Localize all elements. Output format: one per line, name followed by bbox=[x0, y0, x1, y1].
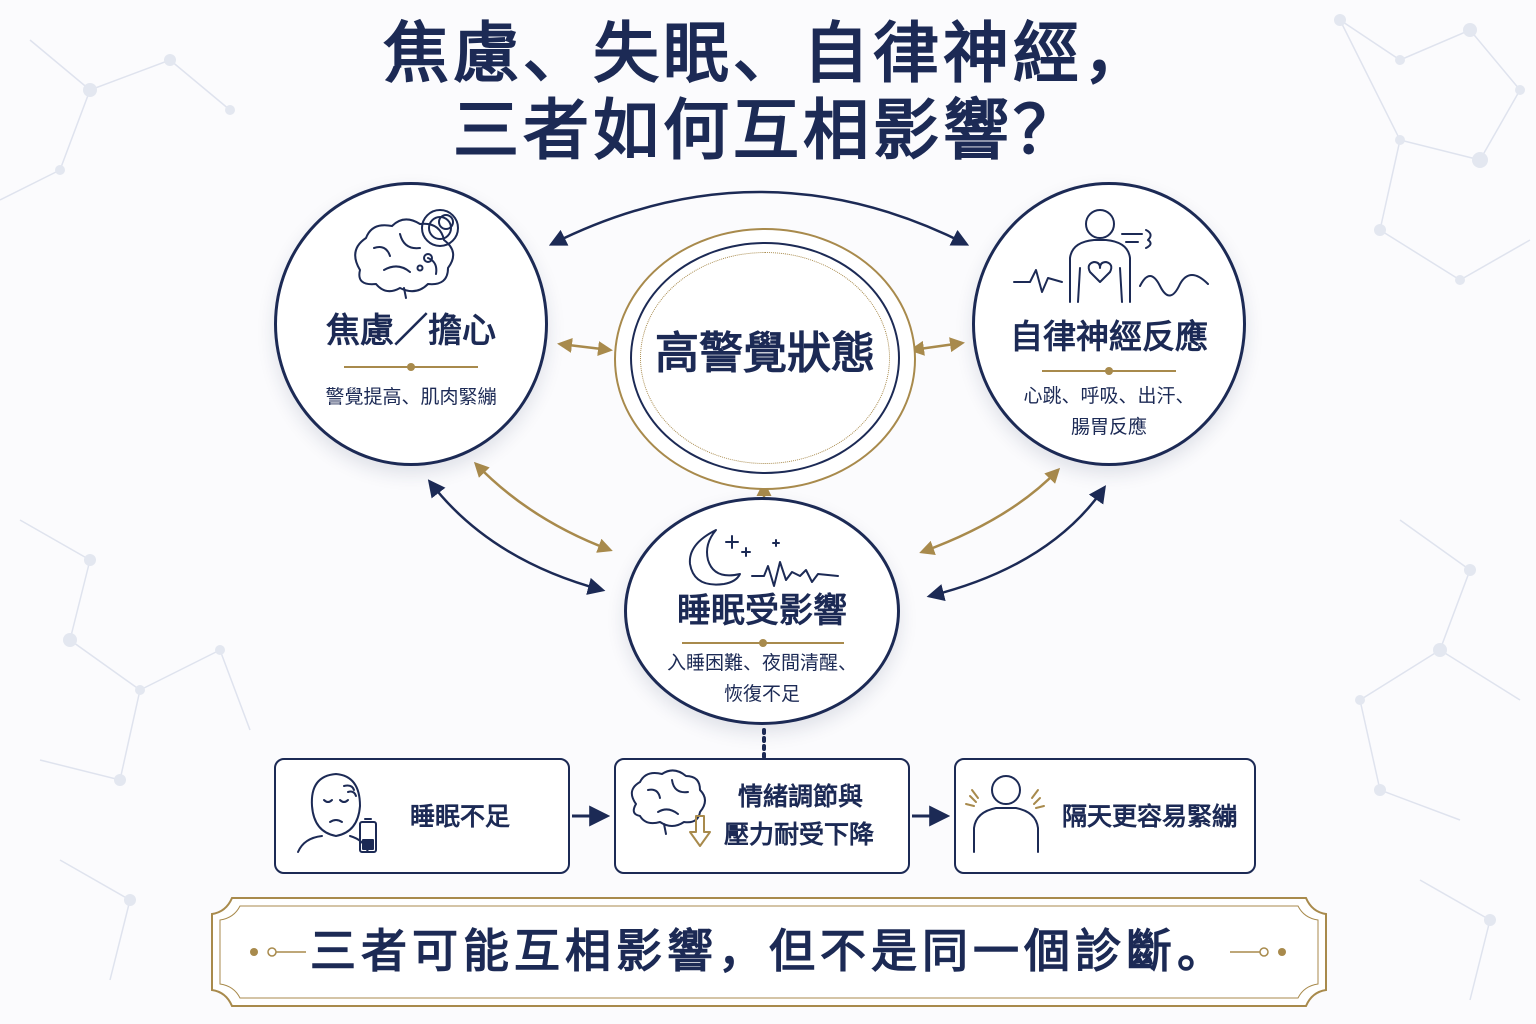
node-sleep-subtitle-1: 入睡困難、夜間清醒、 bbox=[666, 652, 857, 674]
chain-step-2-label-1: 情緒調節與 bbox=[738, 782, 864, 811]
node-autonomic-subtitle-1: 心跳、呼吸、出汗、 bbox=[1023, 385, 1195, 407]
arrow-center-autonomic bbox=[909, 337, 965, 356]
arrow-anxiety-autonomic bbox=[548, 190, 970, 246]
node-anxiety-subtitle: 警覺提高、肌肉緊繃 bbox=[325, 386, 497, 408]
footer-text: 三者可能互相影響，但不是同一個診斷。 bbox=[310, 924, 1228, 978]
node-autonomic bbox=[972, 182, 1246, 466]
chain-step-2 bbox=[614, 758, 910, 874]
node-anxiety-title: 焦慮／擔心 bbox=[326, 311, 496, 351]
node-autonomic-title: 自律神經反應 bbox=[1010, 317, 1208, 356]
node-center-title: 高警覺狀態 bbox=[655, 328, 875, 379]
node-autonomic-subtitle-2: 腸胃反應 bbox=[1070, 416, 1147, 438]
chain-step-3 bbox=[954, 758, 1256, 874]
chain-step-2-label-2: 壓力耐受下降 bbox=[724, 820, 875, 849]
arrow-anxiety-sleep-navy bbox=[427, 479, 606, 595]
node-sleep bbox=[624, 497, 900, 725]
node-sleep-title: 睡眠受影響 bbox=[677, 591, 847, 631]
arrow-autonomic-sleep-navy bbox=[926, 485, 1106, 602]
chain-step-1-label: 睡眠不足 bbox=[410, 802, 511, 831]
node-anxiety bbox=[274, 182, 548, 466]
title-line-2: 三者如何互相影響？ bbox=[453, 91, 1083, 169]
title-line-1: 焦慮、失眠、自律神經， bbox=[383, 14, 1153, 92]
node-sleep-subtitle-2: 恢復不足 bbox=[723, 683, 800, 705]
chain-step-3-label: 隔天更容易緊繃 bbox=[1062, 802, 1238, 831]
arrow-anxiety-center bbox=[557, 337, 613, 357]
